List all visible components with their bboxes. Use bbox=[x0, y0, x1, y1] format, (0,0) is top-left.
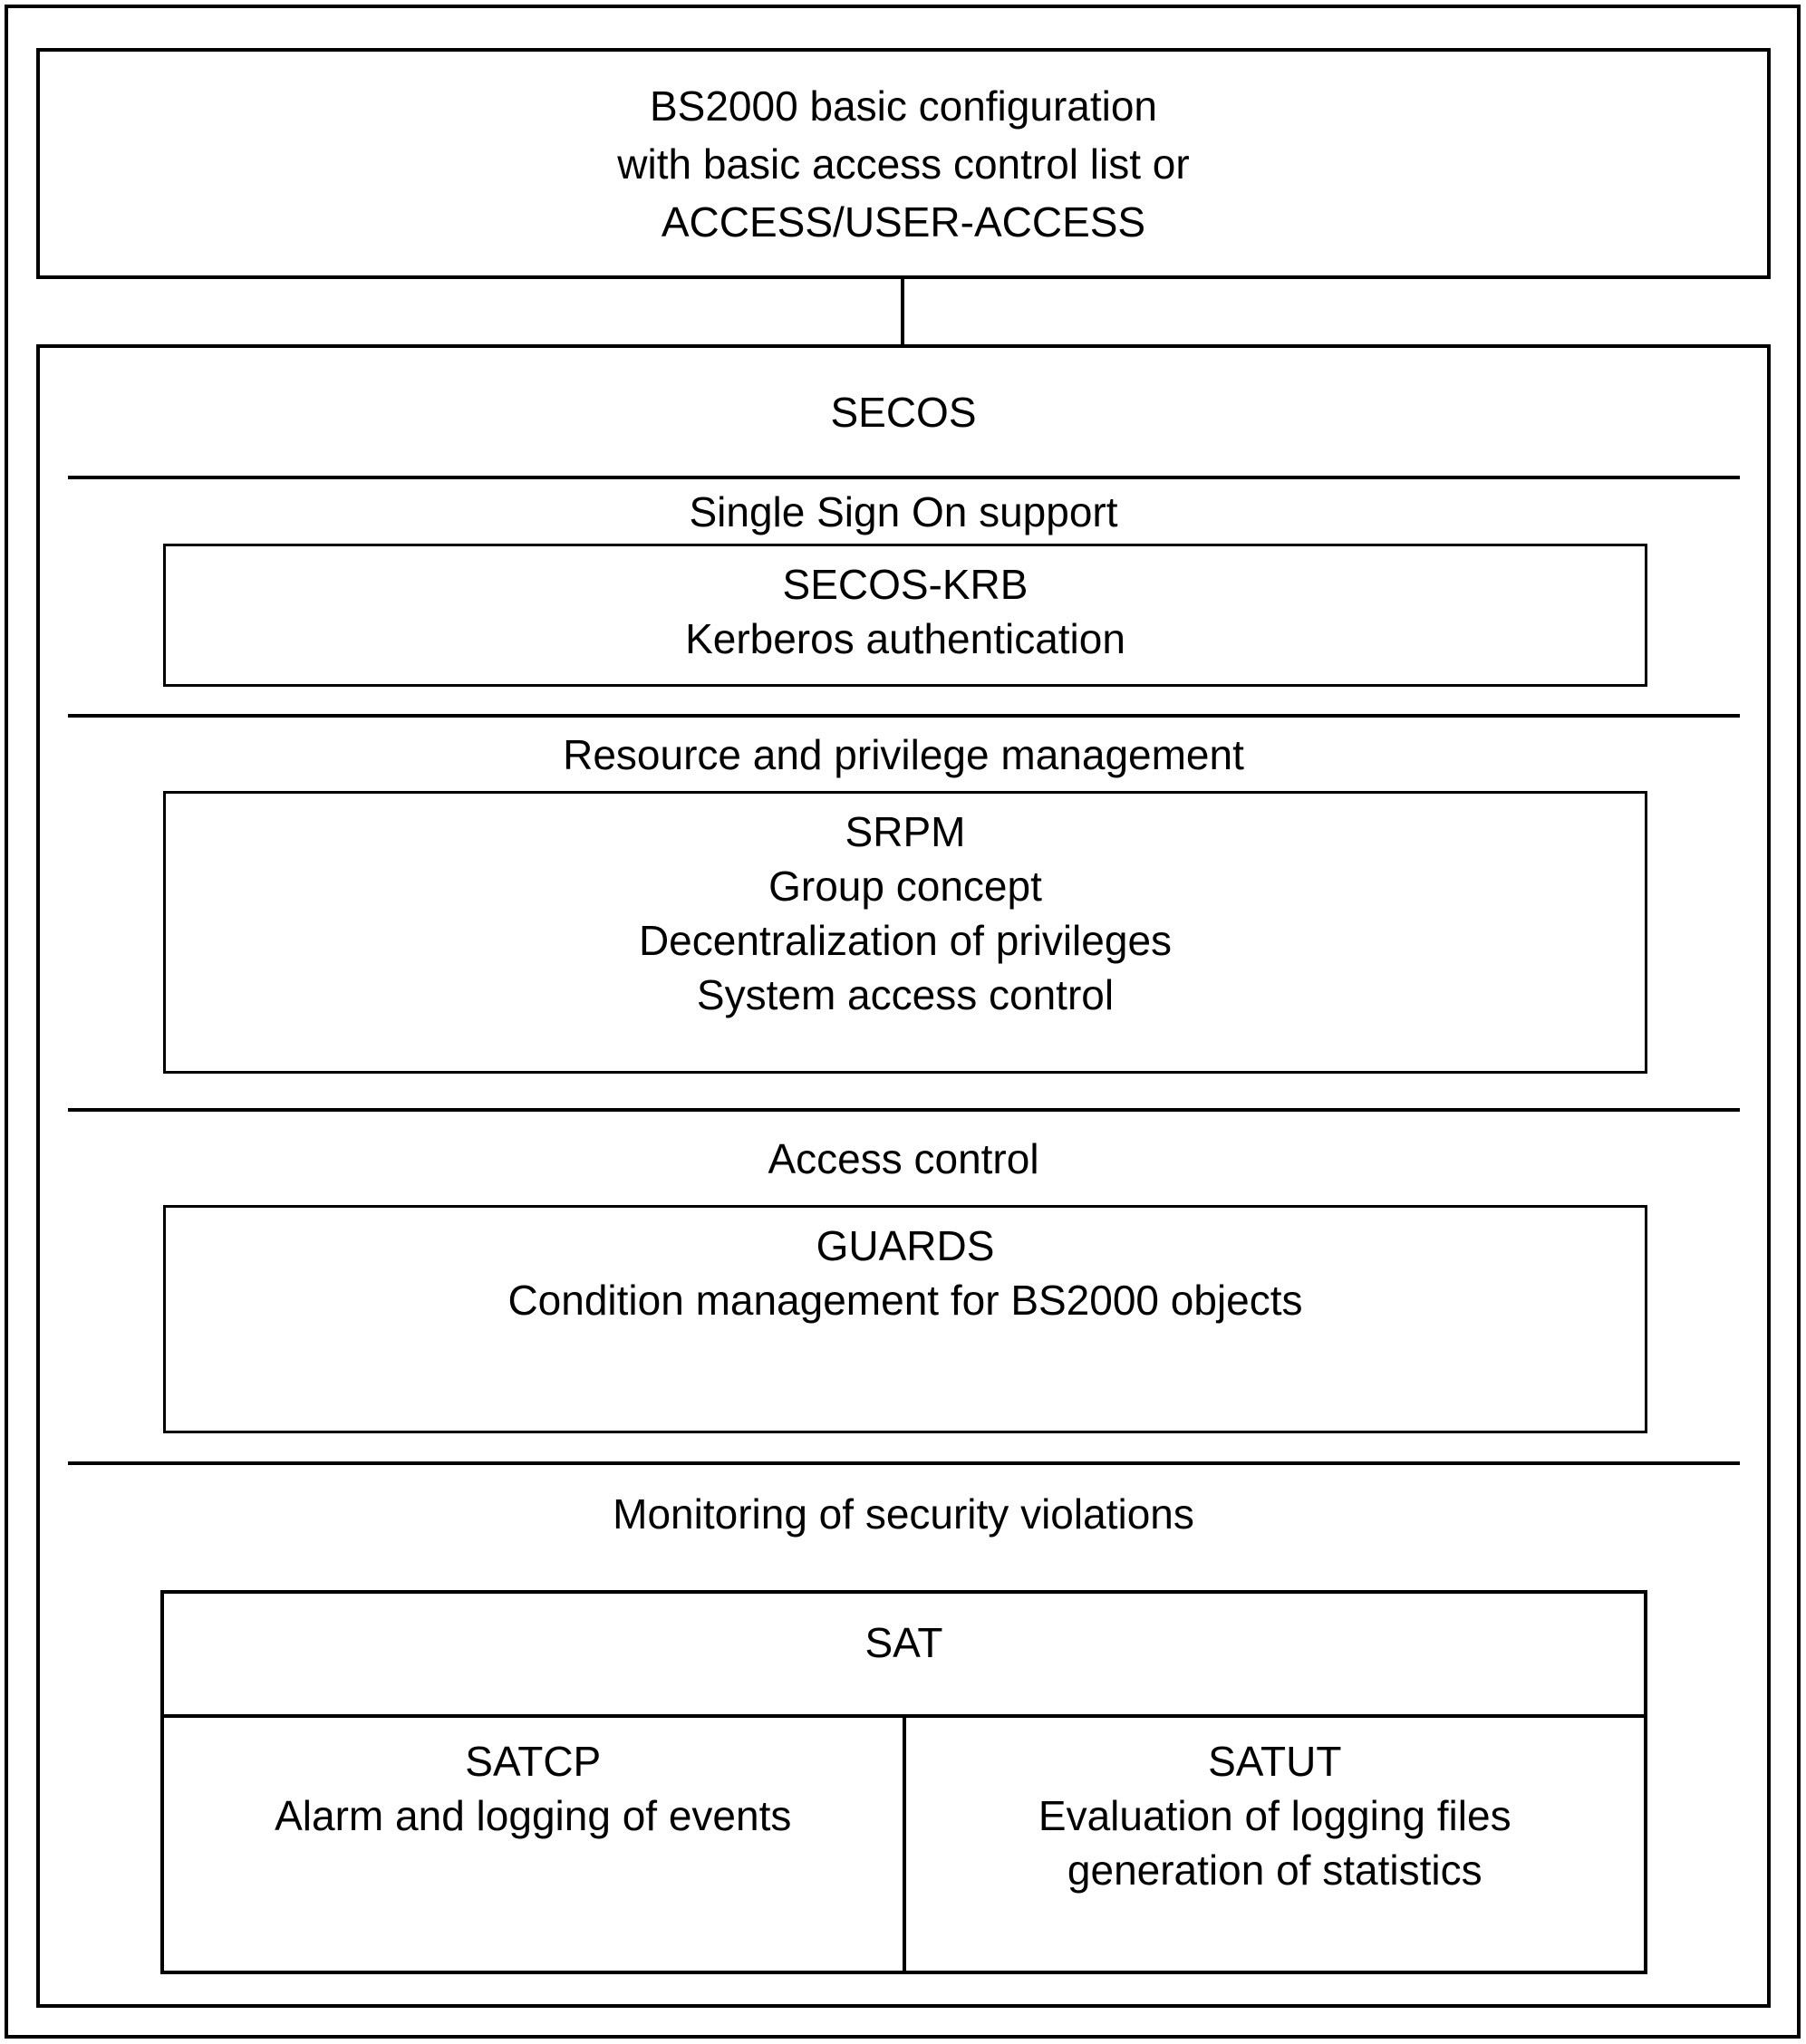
top-box-line-1: BS2000 basic configuration bbox=[649, 82, 1158, 130]
top-box-line-2: with basic access control list or bbox=[617, 140, 1190, 188]
secos-krb-description: Kerberos authentication bbox=[685, 615, 1125, 662]
srpm-line-decentralization: Decentralization of privileges bbox=[638, 917, 1173, 964]
secos-box: SECOS Single Sign On support SECOS-KRB K… bbox=[36, 344, 1771, 2008]
sat-sub-row: SATCP Alarm and logging of events SATUT … bbox=[164, 1718, 1644, 1971]
secos-krb-title: SECOS-KRB bbox=[782, 561, 1029, 608]
guards-box: GUARDS Condition management for BS2000 o… bbox=[163, 1205, 1647, 1433]
section-divider-sso bbox=[68, 476, 1740, 479]
heading-monitoring-security-violations: Monitoring of security violations bbox=[613, 1490, 1194, 1538]
guards-title: GUARDS bbox=[816, 1222, 995, 1269]
srpm-line-group-concept: Group concept bbox=[768, 863, 1042, 910]
satcp-title: SATCP bbox=[465, 1738, 602, 1785]
section-divider-msv bbox=[68, 1461, 1740, 1465]
top-box-line-3: ACCESS/USER-ACCESS bbox=[661, 198, 1146, 246]
satut-description-line-2: generation of statistics bbox=[1067, 1846, 1482, 1894]
satcp-description: Alarm and logging of events bbox=[275, 1792, 792, 1839]
satut-title: SATUT bbox=[1208, 1738, 1342, 1785]
srpm-title: SRPM bbox=[845, 808, 966, 855]
outer-frame bbox=[5, 5, 1801, 2039]
section-divider-ac bbox=[68, 1108, 1740, 1112]
bs2000-basic-configuration-box: BS2000 basic configuration with basic ac… bbox=[36, 48, 1771, 279]
heading-resource-privilege-management: Resource and privilege management bbox=[563, 730, 1244, 778]
sat-box: SAT SATCP Alarm and logging of events SA… bbox=[160, 1590, 1647, 1974]
connector-line bbox=[901, 279, 904, 344]
srpm-line-system-access-control: System access control bbox=[696, 971, 1115, 1018]
sat-title: SAT bbox=[164, 1594, 1644, 1718]
satut-description-line-1: Evaluation of logging files bbox=[1038, 1792, 1511, 1839]
heading-single-sign-on-support: Single Sign On support bbox=[689, 487, 1118, 535]
srpm-box: SRPM Group concept Decentralization of p… bbox=[163, 791, 1647, 1074]
secos-krb-box: SECOS-KRB Kerberos authentication bbox=[163, 544, 1647, 687]
section-divider-rpm bbox=[68, 714, 1740, 718]
satut-cell: SATUT Evaluation of logging files genera… bbox=[906, 1718, 1645, 1971]
guards-description: Condition management for BS2000 objects bbox=[507, 1277, 1303, 1324]
heading-access-control: Access control bbox=[768, 1134, 1039, 1182]
secos-title: SECOS bbox=[830, 388, 977, 436]
satcp-cell: SATCP Alarm and logging of events bbox=[164, 1718, 906, 1971]
